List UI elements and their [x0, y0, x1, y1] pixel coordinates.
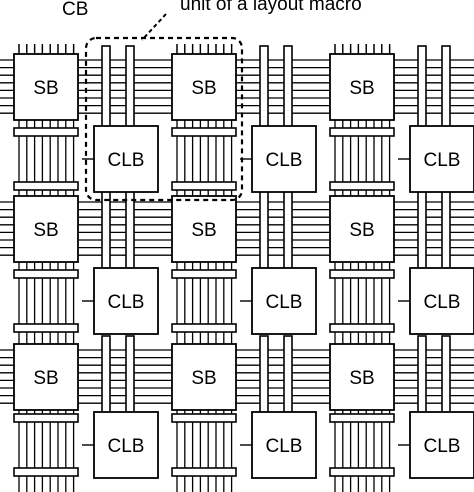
switch-block-label: SB: [349, 78, 374, 99]
connection-block-horizontal: [171, 269, 237, 279]
callouts: CB unit of a layout macro: [62, 0, 362, 202]
logic-block-label: CLB: [424, 150, 461, 171]
connection-block-horizontal: [13, 323, 79, 333]
logic-block-label: CLB: [108, 150, 145, 171]
layout-macro-outline: [84, 36, 244, 202]
connection-block-horizontal: [171, 181, 237, 191]
connection-block-horizontal: [171, 413, 237, 423]
logic-block-label: CLB: [108, 436, 145, 457]
switch-block-label: SB: [33, 78, 58, 99]
switch-block: [13, 195, 79, 263]
connection-block-horizontal: [329, 413, 395, 423]
connection-block-vertical: [125, 45, 135, 129]
connection-block-vertical: [441, 45, 451, 129]
connection-block-vertical: [101, 45, 111, 129]
switch-block: [171, 343, 237, 411]
switch-block-label: SB: [191, 368, 216, 389]
switch-block-label: SB: [191, 220, 216, 241]
switch-block: [329, 53, 395, 121]
connection-block-vertical: [283, 187, 293, 271]
connection-block-horizontal: [171, 127, 237, 137]
connection-block-vertical: [417, 187, 427, 271]
connection-block-horizontal: [329, 467, 395, 477]
switch-block-label: SB: [349, 368, 374, 389]
connection-block-vertical: [259, 45, 269, 129]
logic-block-label: CLB: [266, 292, 303, 313]
switch-block-label: SB: [33, 368, 58, 389]
connection-block-horizontal: [13, 181, 79, 191]
connection-block-horizontal: [13, 127, 79, 137]
logic-block-label: CLB: [424, 436, 461, 457]
connection-block-vertical: [441, 335, 451, 419]
logic-block: [409, 411, 474, 479]
connection-block-horizontal: [13, 467, 79, 477]
layout-macro-leader: [141, 13, 167, 41]
connection-block-horizontal: [13, 413, 79, 423]
logic-block-label: CLB: [266, 150, 303, 171]
connection-block-vertical: [283, 45, 293, 129]
switch-block-label: SB: [349, 220, 374, 241]
logic-and-switch-blocks: SB SB SB SB SB SB SB SB SB CLB CLB CLB CLB CLB CLB CLB C…: [13, 53, 474, 479]
connection-block-vertical: [101, 335, 111, 419]
connection-block-horizontal: [329, 323, 395, 333]
connection-block-vertical: [259, 335, 269, 419]
switch-block: [171, 53, 237, 121]
connection-block-vertical: [283, 335, 293, 419]
connection-block-horizontal: [171, 467, 237, 477]
switch-block: [171, 195, 237, 263]
connection-block-vertical: [259, 187, 269, 271]
switch-block: [329, 195, 395, 263]
logic-block: [251, 411, 317, 479]
logic-block: [251, 125, 317, 193]
logic-block: [409, 125, 474, 193]
switch-block: [13, 343, 79, 411]
logic-block: [251, 267, 317, 335]
switch-block-label: SB: [33, 220, 58, 241]
connection-block-vertical: [417, 335, 427, 419]
cb-callout-label: CB: [62, 0, 88, 20]
connection-block-horizontal: [171, 323, 237, 333]
switch-block-label: SB: [191, 78, 216, 99]
switch-block: [13, 53, 79, 121]
logic-block: [93, 267, 159, 335]
connection-block-vertical: [441, 187, 451, 271]
connection-block-vertical: [125, 335, 135, 419]
connection-block-horizontal: [329, 127, 395, 137]
connection-block-vertical: [417, 45, 427, 129]
logic-block-label: CLB: [424, 292, 461, 313]
logic-block-label: CLB: [266, 436, 303, 457]
connection-block-horizontal: [13, 269, 79, 279]
logic-block-label: CLB: [108, 292, 145, 313]
connection-block-horizontal: [329, 269, 395, 279]
macro-callout-label: unit of a layout macro: [180, 0, 362, 15]
connection-block-horizontal: [329, 181, 395, 191]
switch-block: [329, 343, 395, 411]
